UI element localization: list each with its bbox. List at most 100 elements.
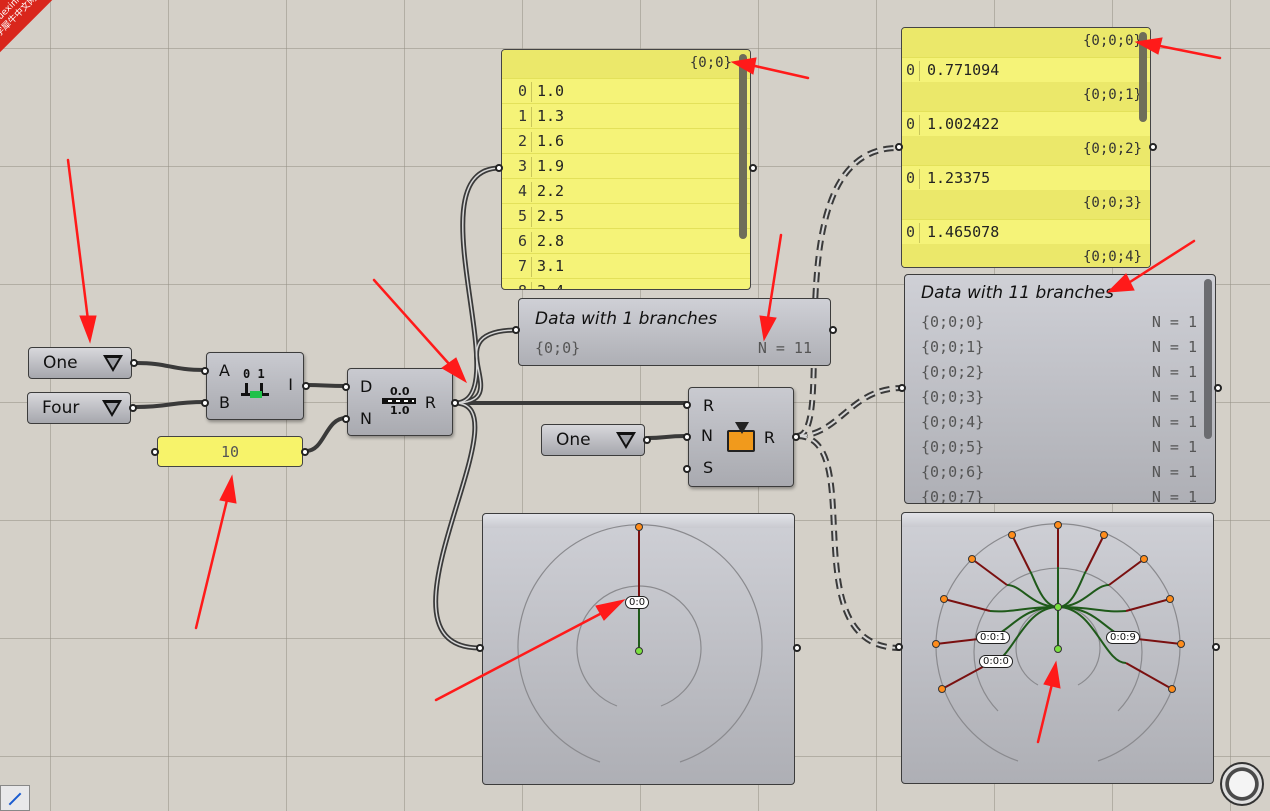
input-port-b[interactable]: [201, 399, 209, 407]
wire-four-to-b: [135, 400, 206, 409]
shift-path-component[interactable]: R N S R: [683, 387, 800, 487]
input-label-r: R: [703, 396, 715, 415]
input-port-n[interactable]: [342, 415, 350, 423]
viewer2-row: {0;0;5}N = 1: [921, 438, 1197, 456]
top-panel-output-port[interactable]: [749, 164, 757, 172]
red-arrow: [766, 233, 783, 320]
input-port-a[interactable]: [201, 367, 209, 375]
output-port-r[interactable]: [792, 433, 800, 441]
output-port-r[interactable]: [451, 399, 459, 407]
top-panel-input-port[interactable]: [495, 164, 503, 172]
input-port-d[interactable]: [342, 383, 350, 391]
divide-icon-top: 0.0: [390, 385, 410, 398]
input-port-n[interactable]: [683, 433, 691, 441]
output-port[interactable]: [643, 436, 651, 444]
param-viewer-2[interactable]: Data with 11 branches {0;0;0}N = 1 {0;0;…: [904, 274, 1216, 504]
viewer1-input-port[interactable]: [512, 326, 520, 334]
scrollbar[interactable]: [1139, 32, 1147, 122]
group-header: {0;0;4}: [902, 244, 1150, 267]
scrollbar[interactable]: [1204, 279, 1212, 439]
series-component[interactable]: A B I 0 1: [201, 352, 310, 420]
output-label-i: I: [288, 375, 293, 394]
top-panel-path: {0;0}: [689, 55, 732, 71]
wire-i-to-d: [305, 383, 347, 388]
red-arrow: [66, 158, 90, 322]
input-label-d: D: [360, 377, 373, 396]
tree1-input-port[interactable]: [476, 644, 484, 652]
tree1-output-port[interactable]: [793, 644, 801, 652]
output-port-i[interactable]: [302, 382, 310, 390]
tree2-output-port[interactable]: [1212, 643, 1220, 651]
list-item: 83.4: [502, 278, 750, 289]
value-list-four-label: Four: [42, 398, 80, 418]
red-arrow: [1158, 44, 1222, 60]
dropdown-arrow-icon[interactable]: [616, 432, 636, 449]
red-arrow: [753, 64, 810, 80]
tree2-input-port[interactable]: [895, 643, 903, 651]
viewer1-title: Data with 1 branches: [535, 309, 718, 329]
viewer2-title: Data with 11 branches: [921, 283, 1114, 303]
dropdown-arrow-icon[interactable]: [102, 400, 122, 417]
number-panel-input-port[interactable]: [151, 448, 159, 456]
navigation-wheel-icon[interactable]: [1220, 762, 1264, 806]
tree-viewer-2[interactable]: 0:0:1 0:0:0 0:0:9: [901, 512, 1214, 784]
group-header: {0;0;0}: [902, 28, 1150, 57]
value-list-four[interactable]: Four: [27, 392, 137, 424]
input-label-b: B: [219, 393, 230, 412]
viewer2-row: {0;0;7}N = 1: [921, 488, 1197, 504]
value-list-one[interactable]: One: [28, 347, 138, 379]
branch-tag: 0:0:0: [979, 655, 1013, 668]
viewer1-output-port[interactable]: [829, 326, 837, 334]
divide-domain-component[interactable]: D N R 0.0 1.0: [342, 368, 459, 436]
series-icon-digits: 0 1: [243, 367, 265, 381]
number-panel[interactable]: 10: [157, 436, 303, 467]
input-label-n: N: [701, 426, 713, 445]
wires: [135, 361, 687, 453]
input-label-n: N: [360, 409, 372, 428]
series-icon: 0 1: [241, 367, 273, 401]
group-header: {0;0;2}: [902, 136, 1150, 165]
branch-tag: 0:0: [625, 596, 650, 609]
value-list-one-path-label: One: [556, 430, 591, 450]
value-list-one-label: One: [43, 353, 78, 373]
viewer2-output-port[interactable]: [1214, 384, 1222, 392]
input-label-s: S: [703, 458, 714, 477]
canvas-corner-icon[interactable]: [0, 785, 30, 811]
output-port[interactable]: [130, 359, 138, 367]
branch-tag: 0:0:1: [976, 631, 1010, 644]
viewer2-input-port[interactable]: [898, 384, 906, 392]
branch-tag: 0:0:9: [1106, 631, 1140, 644]
dropdown-arrow-icon[interactable]: [103, 355, 123, 372]
number-panel-output-port[interactable]: [301, 448, 309, 456]
top-panel-header: {0;0}: [502, 50, 750, 78]
viewer2-row: {0;0;4}N = 1: [921, 413, 1197, 431]
divide-icon: 0.0 1.0: [382, 385, 418, 417]
param-viewer-1[interactable]: Data with 1 branches {0;0}N = 11: [518, 298, 831, 366]
scrollbar[interactable]: [739, 54, 747, 239]
output-label-r: R: [763, 428, 775, 447]
output-port[interactable]: [129, 404, 137, 412]
viewer2-row: {0;0;6}N = 1: [921, 463, 1197, 481]
right-panel-output-port[interactable]: [1149, 143, 1157, 151]
value-list-one-path[interactable]: One: [541, 424, 651, 456]
viewer2-row: {0;0;3}N = 1: [921, 388, 1197, 406]
right-panel-input-port[interactable]: [895, 143, 903, 151]
input-port-r[interactable]: [683, 401, 691, 409]
viewer2-row: {0;0;2}N = 1: [921, 363, 1197, 381]
input-port-s[interactable]: [683, 465, 691, 473]
